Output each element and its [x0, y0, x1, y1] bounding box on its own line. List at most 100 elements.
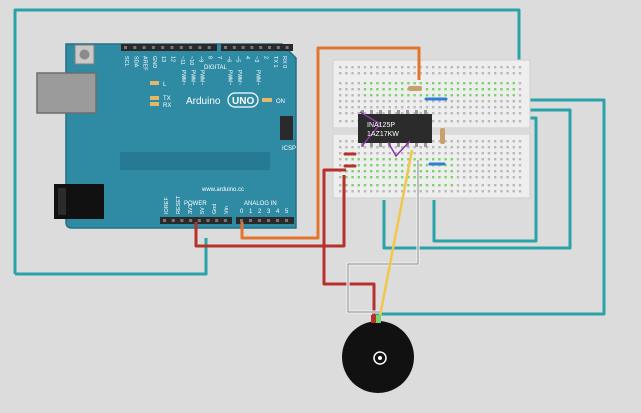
chip-selection-outline-2 — [387, 140, 411, 158]
header-hole — [189, 219, 193, 222]
breadboard-hole — [394, 146, 398, 149]
breadboard-hole — [401, 176, 404, 179]
breadboard-hole — [382, 66, 385, 69]
breadboard-hole — [357, 72, 360, 75]
breadboard-hole — [487, 190, 491, 193]
breadboard-hole — [401, 152, 404, 155]
breadboard-hole — [450, 176, 453, 179]
breadboard-hole — [469, 190, 472, 193]
breadboard-hole — [444, 152, 447, 155]
breadboard-hole — [345, 170, 348, 173]
breadboard-hole — [388, 152, 391, 155]
pwm-label: PWM~ — [199, 70, 205, 85]
led-tx — [150, 96, 159, 100]
breadboard-hole — [351, 170, 354, 173]
header-hole — [198, 46, 202, 49]
breadboard-hole — [450, 184, 453, 187]
breadboard-hole — [376, 164, 379, 167]
pin-label-top: RX 0 — [281, 56, 287, 68]
breadboard-hole — [363, 146, 367, 149]
breadboard-hole — [401, 146, 404, 149]
chip-pin — [424, 110, 427, 114]
breadboard-hole — [506, 66, 509, 69]
breadboard-hole — [376, 184, 379, 187]
breadboard-hole — [500, 140, 503, 143]
breadboard-hole — [450, 82, 453, 85]
header-holes — [124, 46, 289, 222]
breadboard-hole — [512, 158, 515, 161]
breadboard-hole — [450, 120, 453, 123]
breadboard-hole — [463, 106, 466, 109]
breadboard-hole — [432, 106, 435, 109]
mcu-chip — [120, 152, 270, 170]
breadboard-hole — [487, 184, 491, 187]
header-hole — [180, 219, 184, 222]
breadboard-hole — [469, 164, 472, 167]
breadboard-hole — [450, 66, 453, 69]
breadboard-hole — [339, 184, 342, 187]
breadboard-hole — [475, 164, 478, 167]
breadboard-hole — [469, 100, 472, 103]
chip-pin — [406, 143, 409, 147]
breadboard-hole — [450, 88, 453, 91]
breadboard-hole — [363, 66, 367, 69]
breadboard-hole — [444, 170, 447, 173]
breadboard-hole — [382, 94, 385, 97]
breadboard-hole — [345, 190, 348, 193]
breadboard-hole — [425, 152, 429, 155]
breadboard-hole — [456, 176, 460, 179]
breadboard-hole — [388, 146, 391, 149]
wire-teal-right-1 — [372, 98, 606, 316]
icsp-header — [280, 116, 293, 140]
breadboard-hole — [463, 190, 466, 193]
chip-label-line2: 1AZ17KW — [367, 131, 399, 138]
breadboard-hole — [394, 66, 398, 69]
breadboard-hole — [512, 190, 515, 193]
pwm-labels: PWM~PWM~PWM~PWM~PWM~PWM~ — [180, 70, 260, 85]
breadboard-hole — [456, 184, 460, 187]
breadboard-hole — [407, 72, 410, 75]
breadboard-hole — [376, 94, 379, 97]
breadboard-hole — [494, 152, 497, 155]
breadboard-hole — [388, 184, 391, 187]
breadboard-hole — [351, 112, 354, 115]
breadboard-hole — [512, 146, 515, 149]
pin-label-top: ~5 — [235, 56, 241, 62]
breadboard-hole — [376, 112, 379, 115]
breadboard-hole — [463, 120, 466, 123]
breadboard-hole — [463, 140, 466, 143]
breadboard-hole — [487, 176, 491, 179]
header-hole — [133, 46, 137, 49]
piezo-center-ring — [373, 351, 387, 365]
breadboard-hole — [382, 190, 385, 193]
breadboard-hole — [401, 88, 404, 91]
breadboard-hole — [494, 164, 497, 167]
header-hole — [151, 46, 155, 49]
breadboard-hole — [345, 66, 348, 69]
breadboard-hole — [469, 66, 472, 69]
breadboard-hole — [432, 158, 435, 161]
breadboard-hole — [481, 158, 484, 161]
header-hole — [197, 219, 201, 222]
breadboard-hole — [450, 152, 453, 155]
piezo-lead-red — [371, 315, 376, 323]
breadboard-hole — [469, 170, 472, 173]
breadboard-hole — [419, 94, 422, 97]
wire-teal-left-return — [15, 238, 208, 276]
breadboard-hole — [444, 82, 447, 85]
breadboard-hole — [494, 94, 497, 97]
breadboard-hole — [394, 100, 398, 103]
breadboard-hole — [376, 66, 379, 69]
breadboard-hole — [394, 72, 398, 75]
breadboard-hole — [382, 176, 385, 179]
pwm-label: PWM~ — [254, 70, 260, 85]
pin-label-analog: 2 — [258, 209, 262, 215]
breadboard-hole — [413, 176, 416, 179]
breadboard-hole — [463, 66, 466, 69]
breadboard-hole — [500, 120, 503, 123]
breadboard-hole — [456, 66, 460, 69]
breadboard-hole — [456, 120, 460, 123]
breadboard-hole — [345, 158, 348, 161]
